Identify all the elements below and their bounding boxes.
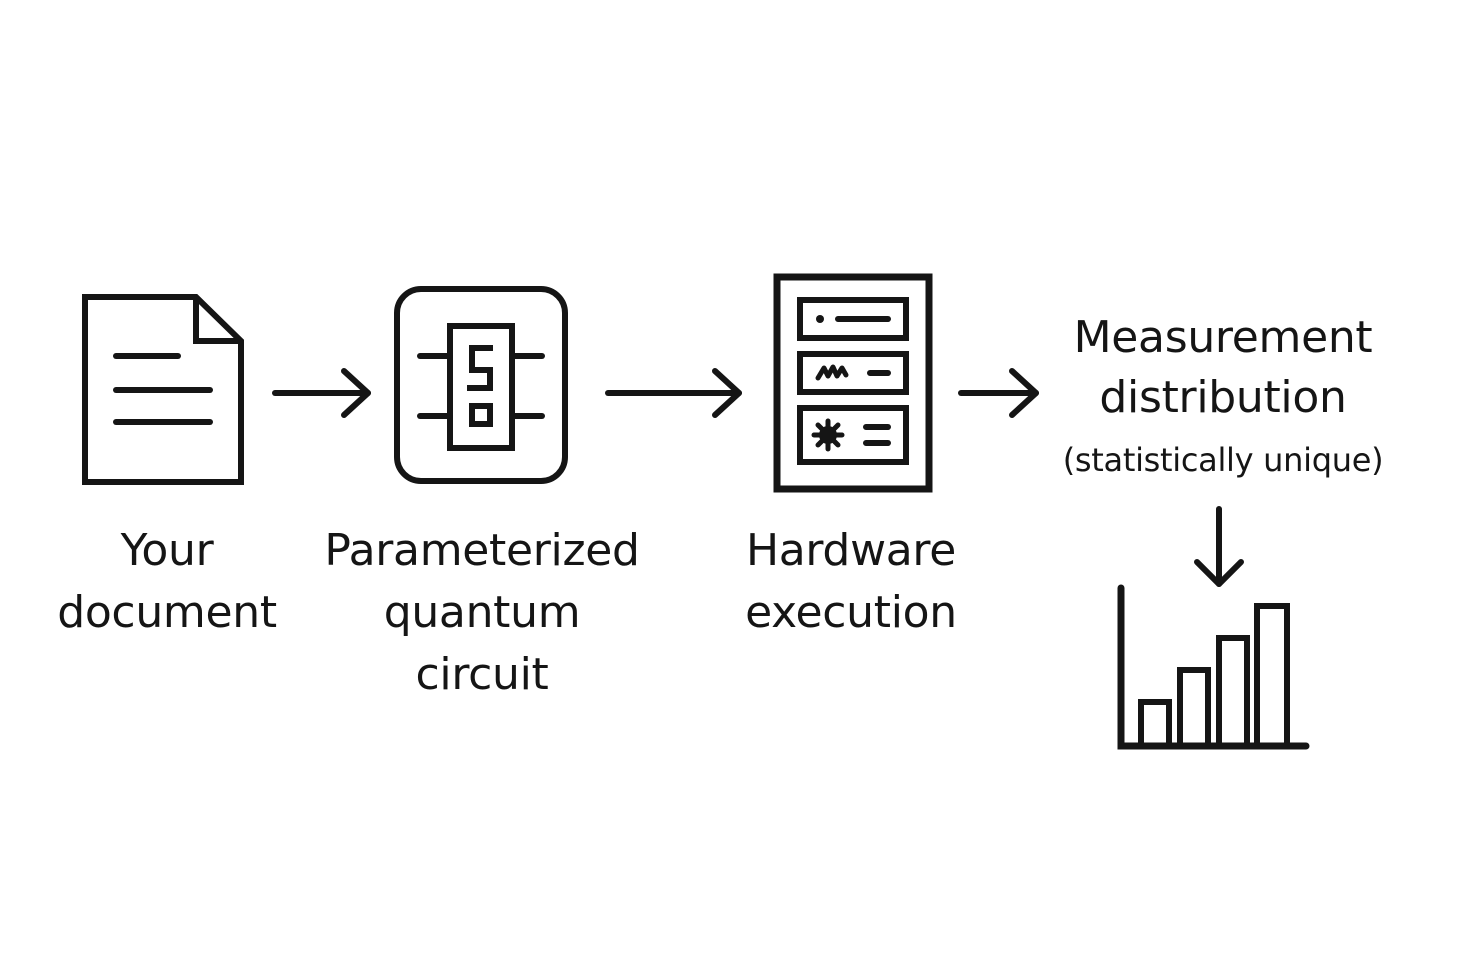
- label-line: Parameterized: [324, 525, 640, 576]
- quantum-circuit-icon: [392, 284, 570, 486]
- hardware-rack-icon: [772, 272, 934, 494]
- arrow-right-icon: [605, 366, 747, 420]
- bar-chart-icon: [1112, 582, 1314, 754]
- step-note-statistically-unique: (statistically unique): [1062, 441, 1384, 479]
- label-line: quantum: [383, 587, 581, 638]
- label-line: distribution: [1099, 372, 1347, 423]
- arrow-right-icon: [272, 366, 376, 420]
- arrow-down-icon: [1192, 506, 1246, 592]
- step-label-measurement: Measurement distribution: [1030, 308, 1416, 428]
- step-label-document: Your document: [40, 520, 294, 644]
- step-label-quantum-circuit: Parameterized quantum circuit: [300, 520, 664, 706]
- label-line: document: [57, 587, 277, 638]
- label-line: execution: [745, 587, 957, 638]
- label-line: Hardware: [745, 525, 957, 576]
- step-label-hardware: Hardware execution: [720, 520, 982, 644]
- label-line: Your: [120, 525, 214, 576]
- arrow-right-icon: [958, 366, 1044, 420]
- document-icon: [80, 292, 248, 488]
- label-line: circuit: [415, 649, 549, 700]
- label-line: Measurement: [1073, 312, 1373, 363]
